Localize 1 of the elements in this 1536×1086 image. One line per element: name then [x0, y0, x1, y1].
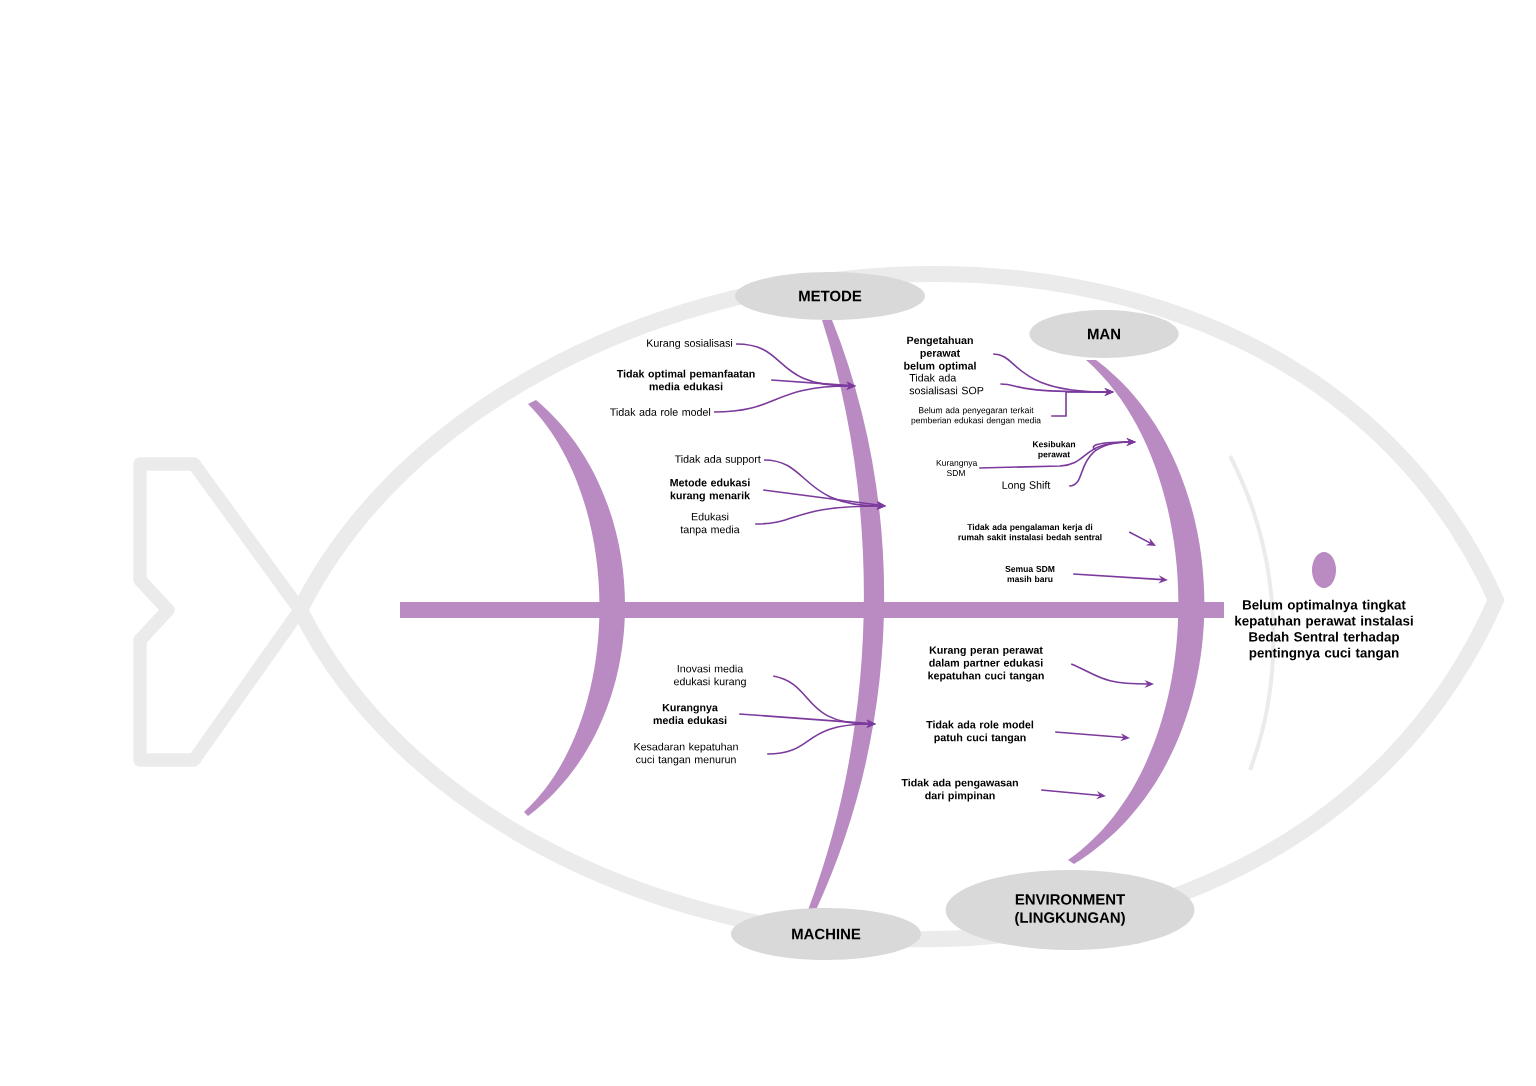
arrow: [1128, 531, 1156, 546]
